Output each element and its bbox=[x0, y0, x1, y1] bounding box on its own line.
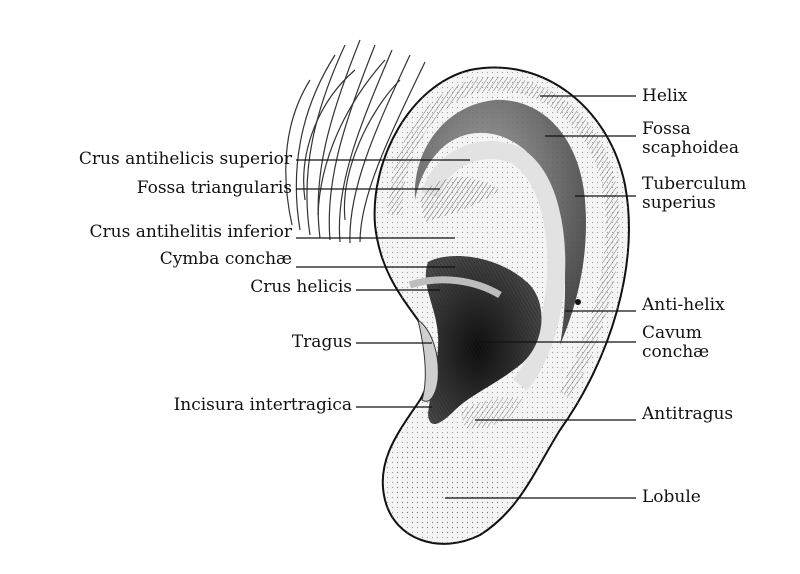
lobule-shape bbox=[395, 435, 503, 534]
label-incisura-intertragica: Incisura intertragica bbox=[173, 395, 352, 415]
label-anti-helix-line1: Anti-helix bbox=[642, 295, 725, 315]
label-tragus: Tragus bbox=[291, 332, 352, 352]
tragus-shape bbox=[417, 318, 439, 402]
fossa-scaphoidea-shape bbox=[414, 99, 586, 345]
label-lobule-line1: Lobule bbox=[642, 487, 701, 507]
antitragus-shape bbox=[460, 398, 525, 429]
label-cavum-conchae-line2: conchæ bbox=[642, 342, 710, 362]
label-fossa-scaphoidea: Fossa scaphoidea bbox=[642, 120, 739, 158]
label-helix-line1: Helix bbox=[642, 86, 688, 106]
leader-lines-right bbox=[445, 95, 636, 499]
label-crus-antihelicis-superior: Crus antihelicis superior bbox=[78, 149, 292, 169]
crus-helicis-ridge bbox=[408, 276, 502, 299]
label-antitragus: Antitragus bbox=[642, 405, 733, 424]
label-crus-antihelitis-inferior: Crus antihelitis inferior bbox=[89, 222, 292, 242]
label-cavum-conchae-line1: Cavum bbox=[642, 323, 702, 343]
label-anti-helix: Anti-helix bbox=[642, 296, 725, 315]
label-tuberculum-superius-line1: Tuberculum bbox=[642, 174, 747, 194]
label-fossa-scaphoidea-line1: Fossa bbox=[642, 119, 691, 139]
antihelix-ridge bbox=[421, 141, 566, 391]
label-tuberculum-superius-line2: superius bbox=[642, 193, 716, 213]
label-cymba-conchae: Cymba conchæ bbox=[159, 249, 292, 269]
helix-rim bbox=[388, 76, 620, 399]
hair-strands bbox=[285, 39, 426, 244]
label-cavum-conchae: Cavum conchæ bbox=[642, 324, 709, 362]
leader-lines-left bbox=[296, 159, 470, 408]
label-fossa-scaphoidea-line2: scaphoidea bbox=[642, 138, 739, 158]
label-fossa-triangularis: Fossa triangularis bbox=[136, 178, 292, 198]
label-lobule: Lobule bbox=[642, 488, 701, 507]
label-crus-helicis: Crus helicis bbox=[250, 277, 352, 297]
label-tuberculum-superius: Tuberculum superius bbox=[642, 175, 746, 213]
tuberculum-dot bbox=[575, 299, 581, 305]
label-antitragus-line1: Antitragus bbox=[642, 404, 734, 424]
label-helix: Helix bbox=[642, 87, 687, 106]
